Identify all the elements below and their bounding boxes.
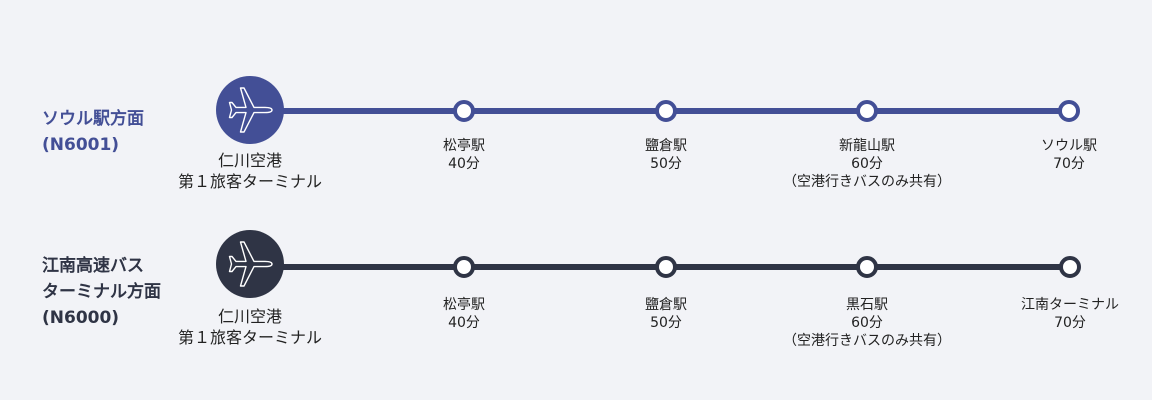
stop-label: 新龍山駅 60分 （空港行きバスのみ共有） <box>767 137 967 191</box>
route-label: ソウル駅方面 (N6001) <box>42 106 144 158</box>
origin-name: 仁川空港 第１旅客ターミナル <box>140 306 360 348</box>
stop-name: 松亭駅 <box>443 138 485 154</box>
stop-label: 黒石駅 60分 （空港行きバスのみ共有） <box>767 296 967 350</box>
stop-name: 鹽倉駅 <box>645 138 687 154</box>
stop-label: 江南ターミナル 70分 <box>970 296 1152 332</box>
stop-name: 松亭駅 <box>443 297 485 313</box>
origin-name: 仁川空港 第１旅客ターミナル <box>140 150 360 192</box>
stop-time: 50分 <box>650 315 682 331</box>
origin-name-line: 仁川空港 <box>217 307 282 326</box>
origin-marker <box>216 76 284 144</box>
stop-label: 松亭駅 40分 <box>364 137 564 173</box>
stop-time: 50分 <box>650 156 682 172</box>
stop-time: 40分 <box>448 156 480 172</box>
stop-name: 新龍山駅 <box>839 138 895 154</box>
stop-marker <box>1059 256 1081 278</box>
stop-time: 40分 <box>448 315 480 331</box>
stop-label: 松亭駅 40分 <box>364 296 564 332</box>
route-label-line: ターミナル方面 <box>42 282 161 302</box>
stop-marker <box>453 256 475 278</box>
airplane-icon <box>228 241 273 287</box>
route-label-line: (N6001) <box>42 135 120 155</box>
stop-marker <box>856 100 878 122</box>
stop-name: 鹽倉駅 <box>645 297 687 313</box>
stop-label: 鹽倉駅 50分 <box>566 296 766 332</box>
route-label: 江南高速バス ターミナル方面 (N6000) <box>42 253 161 331</box>
stop-marker <box>655 100 677 122</box>
stop-time: 60分 <box>851 156 883 172</box>
stop-time: 60分 <box>851 315 883 331</box>
airplane-icon <box>228 87 273 133</box>
stop-marker <box>1058 100 1080 122</box>
route-label-line: ソウル駅方面 <box>42 109 144 129</box>
stop-time: 70分 <box>1053 156 1085 172</box>
stop-marker <box>856 256 878 278</box>
stop-marker <box>655 256 677 278</box>
route-label-line: 江南高速バス <box>42 256 144 276</box>
origin-name-line: 仁川空港 <box>217 151 282 170</box>
stop-note: （空港行きバスのみ共有） <box>783 174 951 190</box>
stop-note: （空港行きバスのみ共有） <box>783 333 951 349</box>
route-label-line: (N6000) <box>42 308 120 328</box>
stop-name: 黒石駅 <box>846 297 888 313</box>
origin-name-line: 第１旅客ターミナル <box>177 328 322 347</box>
origin-name-line: 第１旅客ターミナル <box>177 172 322 191</box>
stop-time: 70分 <box>1054 315 1086 331</box>
stop-label: 鹽倉駅 50分 <box>566 137 766 173</box>
stop-name: ソウル駅 <box>1041 138 1097 154</box>
origin-marker <box>216 230 284 298</box>
stop-label: ソウル駅 70分 <box>969 137 1152 173</box>
stop-name: 江南ターミナル <box>1021 297 1119 313</box>
stop-marker <box>453 100 475 122</box>
